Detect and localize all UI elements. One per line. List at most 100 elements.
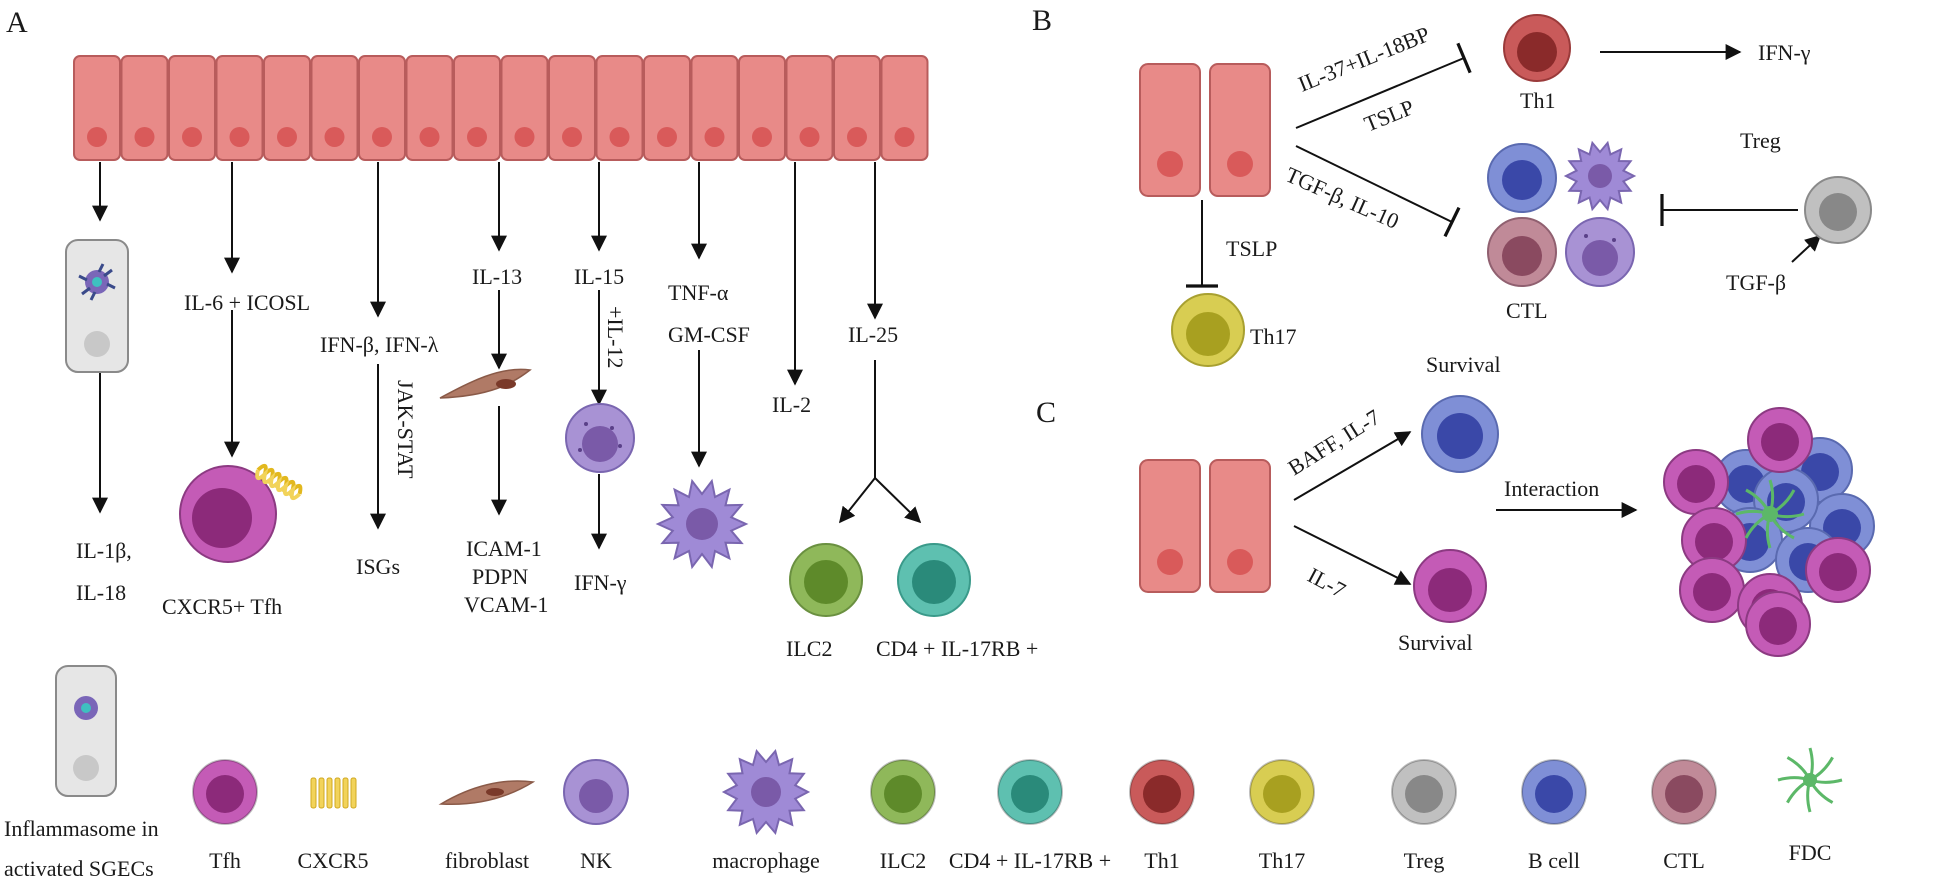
label-il6-icosl: IL-6 + ICOSL bbox=[184, 290, 310, 315]
epithelial-cell bbox=[310, 55, 359, 161]
legend-label-ctl: CTL bbox=[1663, 848, 1705, 873]
epithelial-cell bbox=[548, 55, 596, 161]
epithelial-cell bbox=[120, 55, 169, 161]
label-il25: IL-25 bbox=[848, 322, 898, 347]
label-tslp-bottom: TSLP bbox=[1226, 236, 1277, 261]
legend-label-bcell: B cell bbox=[1528, 848, 1580, 873]
legend-label-th17: Th17 bbox=[1259, 848, 1305, 873]
ilc2-cell bbox=[789, 543, 863, 617]
cluster-tfh bbox=[1679, 557, 1745, 623]
legend-item-macrophage: macrophage bbox=[712, 749, 820, 873]
inflammasome-cell bbox=[65, 239, 129, 373]
panel-c-epithelial-pair bbox=[1139, 459, 1271, 593]
fibroblast-cell bbox=[439, 368, 532, 399]
label-th17-b: Th17 bbox=[1250, 324, 1296, 349]
legend-item-tfh: Tfh bbox=[192, 759, 258, 873]
macrophage-cell bbox=[655, 478, 749, 570]
panel-c-arrows bbox=[1293, 431, 1638, 585]
label-ifng-a: IFN-γ bbox=[574, 570, 627, 595]
panel-label-b: B bbox=[1032, 4, 1052, 37]
legend-treg-icon bbox=[1391, 759, 1457, 825]
nk-cell bbox=[565, 403, 635, 473]
ectopic-lymphoid-cluster bbox=[1663, 407, 1875, 657]
panel-label-c: C bbox=[1036, 396, 1056, 429]
legend-fdc-icon bbox=[1777, 747, 1843, 813]
th17-cell-b bbox=[1171, 293, 1245, 367]
label-il12: +IL-12 bbox=[603, 306, 628, 369]
epithelial-cell bbox=[263, 55, 311, 161]
legend-cxcr5-icon bbox=[310, 777, 357, 809]
label-il7: IL-7 bbox=[1304, 562, 1350, 602]
epithelial-cell bbox=[690, 55, 739, 161]
legend-item-cxcr5: CXCR5 bbox=[298, 777, 369, 873]
legend-item-ilc2: ILC2 bbox=[870, 759, 936, 873]
epithelial-cell bbox=[595, 55, 644, 161]
legend-item-fdc: FDC bbox=[1777, 747, 1843, 865]
legend-label-macrophage: macrophage bbox=[712, 848, 820, 873]
panel-b-arrows bbox=[1186, 42, 1822, 288]
legend-label-ilc2: ILC2 bbox=[880, 848, 926, 873]
ctl-cluster bbox=[1487, 140, 1637, 287]
cxcr5-receptor bbox=[255, 463, 303, 501]
epithelial-cell bbox=[215, 55, 264, 161]
legend-item-ctl: CTL bbox=[1651, 759, 1717, 873]
cluster-tfh bbox=[1747, 407, 1813, 473]
epithelial-cell bbox=[785, 55, 834, 161]
label-il13: IL-13 bbox=[472, 264, 522, 289]
th1-cell-b bbox=[1503, 14, 1571, 82]
legend-label-fdc: FDC bbox=[1789, 840, 1832, 865]
treg-cell-b bbox=[1804, 176, 1872, 244]
legend-item-fibroblast: fibroblast bbox=[438, 780, 536, 873]
label-tnfa: TNF-α bbox=[668, 280, 729, 305]
legend-label-nk: NK bbox=[580, 848, 612, 873]
legend-item-th1: Th1 bbox=[1129, 759, 1195, 873]
cluster-tfh bbox=[1745, 591, 1811, 657]
epithelial-cell bbox=[73, 55, 121, 161]
label-survival-top: Survival bbox=[1426, 352, 1501, 377]
legend-inflammasome-icon bbox=[55, 665, 117, 797]
legend-tfh-icon bbox=[192, 759, 258, 825]
label-ilc2: ILC2 bbox=[786, 636, 832, 661]
label-ifn-b-l: IFN-β, IFN-λ bbox=[320, 332, 439, 357]
label-cd4: CD4 + IL-17RB + bbox=[876, 636, 1038, 661]
label-vcam1: VCAM-1 bbox=[464, 592, 548, 617]
epithelium-layer bbox=[73, 55, 929, 161]
legend-ctl-icon bbox=[1651, 759, 1717, 825]
legend-label-cd4: CD4 + IL-17RB + bbox=[949, 848, 1111, 873]
panel-a-arrows bbox=[92, 162, 922, 550]
cluster-tfh bbox=[1663, 449, 1729, 515]
label-il37: IL-37+IL-18BP bbox=[1295, 21, 1434, 96]
label-jak-stat: JAK-STAT bbox=[393, 380, 418, 479]
label-il18: IL-18 bbox=[76, 580, 126, 605]
epithelial-cell bbox=[738, 55, 786, 161]
legend-cd4-icon bbox=[997, 759, 1063, 825]
cd4-il17rb-cell bbox=[897, 543, 971, 617]
cluster-tfh bbox=[1805, 537, 1871, 603]
label-baff-il7: BAFF, IL-7 bbox=[1283, 404, 1384, 480]
label-ctl-b: CTL bbox=[1506, 298, 1548, 323]
epithelial-cell bbox=[880, 55, 929, 161]
label-interaction: Interaction bbox=[1504, 476, 1599, 501]
epithelial-cell bbox=[453, 55, 501, 161]
label-il2: IL-2 bbox=[772, 392, 811, 417]
epithelial-cell bbox=[358, 55, 406, 161]
label-il1b: IL-1β, bbox=[76, 538, 132, 563]
tfh-cell-c bbox=[1413, 549, 1487, 623]
legend-nk-icon bbox=[563, 759, 629, 825]
legend-label-cxcr5: CXCR5 bbox=[298, 848, 369, 873]
legend-label-inflammasome-2: activated SGECs bbox=[4, 856, 154, 881]
epithelial-cell bbox=[168, 55, 216, 161]
label-tslp-top: TSLP bbox=[1361, 94, 1418, 136]
legend-item-th17: Th17 bbox=[1249, 759, 1315, 873]
legend-ilc2-icon bbox=[870, 759, 936, 825]
legend-bcell-icon bbox=[1521, 759, 1587, 825]
legend-item-treg: Treg bbox=[1391, 759, 1457, 873]
label-pdpn: PDPN bbox=[472, 564, 528, 589]
panel-label-a: A bbox=[6, 6, 28, 39]
tfh-cell bbox=[179, 463, 303, 563]
label-tgfb-il10: TGF-β, IL-10 bbox=[1282, 162, 1403, 234]
label-isgs: ISGs bbox=[356, 554, 400, 579]
legend-label-fibroblast: fibroblast bbox=[445, 848, 529, 873]
